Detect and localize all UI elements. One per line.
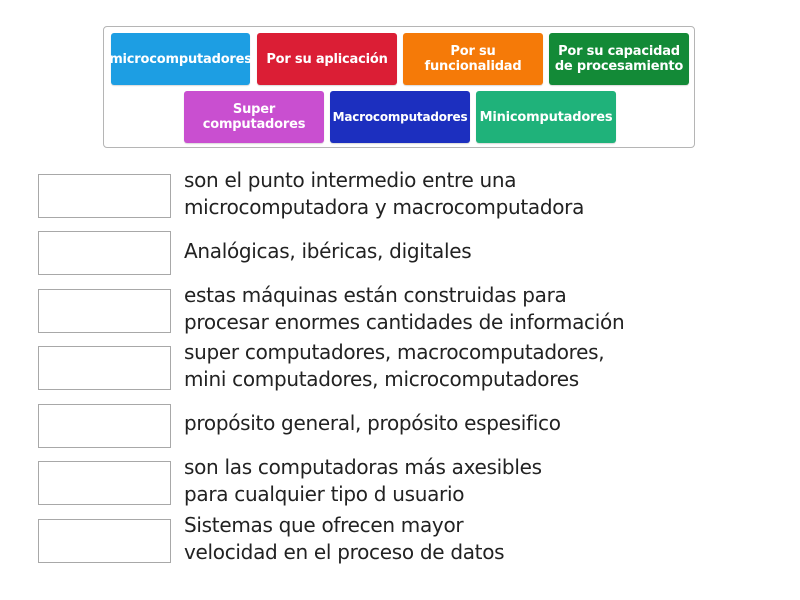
tile-por-su-capacidad-de-procesamiento[interactable]: Por su capacidad de procesamiento — [549, 33, 689, 85]
tile-minicomputadores[interactable]: Minicomputadores — [476, 91, 616, 143]
statement-text: son el punto intermedio entre una microc… — [184, 168, 585, 219]
statement-text: super computadores, macrocomputadores, m… — [184, 340, 605, 391]
drop-zone[interactable] — [38, 404, 171, 448]
drop-zone[interactable] — [38, 231, 171, 275]
statement-text: estas máquinas están construidas para pr… — [184, 283, 625, 334]
drop-zone[interactable] — [38, 174, 171, 218]
tile-super-computadores[interactable]: Super computadores — [184, 91, 324, 143]
drop-zone[interactable] — [38, 461, 171, 505]
statement-text: Sistemas que ofrecen mayor velocidad en … — [184, 513, 505, 564]
statement-text: propósito general, propósito espesifico — [184, 411, 561, 435]
drop-zone[interactable] — [38, 289, 171, 333]
drop-zone[interactable] — [38, 346, 171, 390]
tile-microcomputadores[interactable]: microcomputadores — [109, 33, 252, 85]
statement-text: Analógicas, ibéricas, digitales — [184, 239, 472, 263]
drop-zone[interactable] — [38, 519, 171, 563]
tile-macrocomputadores[interactable]: Macrocomputadores — [330, 91, 470, 143]
tile-por-su-funcionalidad[interactable]: Por su funcionalidad — [403, 33, 543, 85]
statement-text: son las computadoras más axesibles para … — [184, 455, 542, 506]
tile-por-su-aplicacion[interactable]: Por su aplicación — [257, 33, 397, 85]
